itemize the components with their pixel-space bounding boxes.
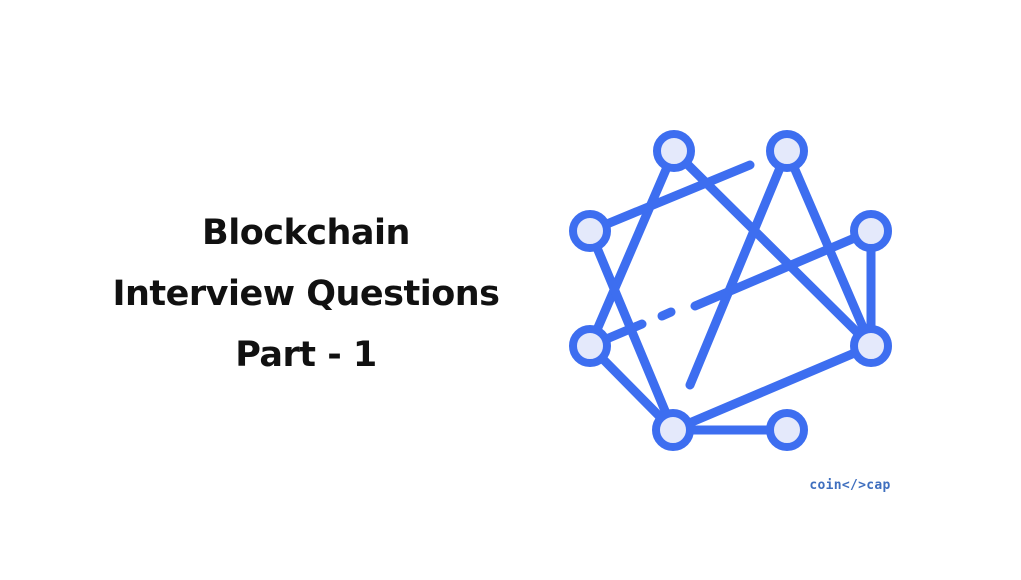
edge <box>657 307 676 321</box>
node <box>569 325 611 367</box>
blockchain-network-icon <box>560 118 900 458</box>
title-line-2: Interview Questions <box>112 274 500 314</box>
node <box>850 210 892 252</box>
node <box>766 130 808 172</box>
title-line-1: Blockchain <box>202 213 410 253</box>
edge <box>585 146 679 351</box>
edge <box>685 146 792 390</box>
brand-logo: coin</>cap <box>809 478 891 493</box>
edge <box>690 226 876 311</box>
node <box>569 210 611 252</box>
edge <box>585 160 755 236</box>
node <box>766 409 808 451</box>
node <box>653 130 695 172</box>
title-line-3: Part - 1 <box>235 335 377 375</box>
title-block: Blockchain Interview Questions Part - 1 <box>90 203 522 386</box>
node <box>850 325 892 367</box>
edge <box>668 341 876 435</box>
node <box>652 409 694 451</box>
